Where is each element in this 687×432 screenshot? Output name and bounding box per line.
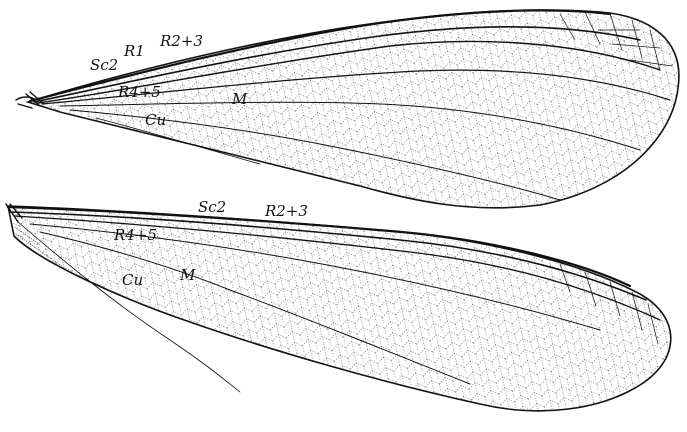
label-fore-cu: Cu xyxy=(145,111,166,129)
hind-wing xyxy=(0,200,687,432)
label-hind-r45: R4+5 xyxy=(113,226,157,244)
label-hind-cu: Cu xyxy=(122,271,143,289)
label-hind-sc2: Sc2 xyxy=(198,198,226,216)
fore-wing-cell-network xyxy=(0,0,687,230)
label-fore-sc2: Sc2 xyxy=(90,56,118,74)
label-fore-r1: R1 xyxy=(123,42,145,60)
label-hind-r23: R2+3 xyxy=(264,202,308,220)
label-hind-m: M xyxy=(179,266,196,284)
label-fore-r23: R2+3 xyxy=(159,32,203,50)
label-fore-r45: R4+5 xyxy=(117,83,161,101)
label-fore-m: M xyxy=(231,90,248,108)
fore-wing xyxy=(0,0,687,230)
